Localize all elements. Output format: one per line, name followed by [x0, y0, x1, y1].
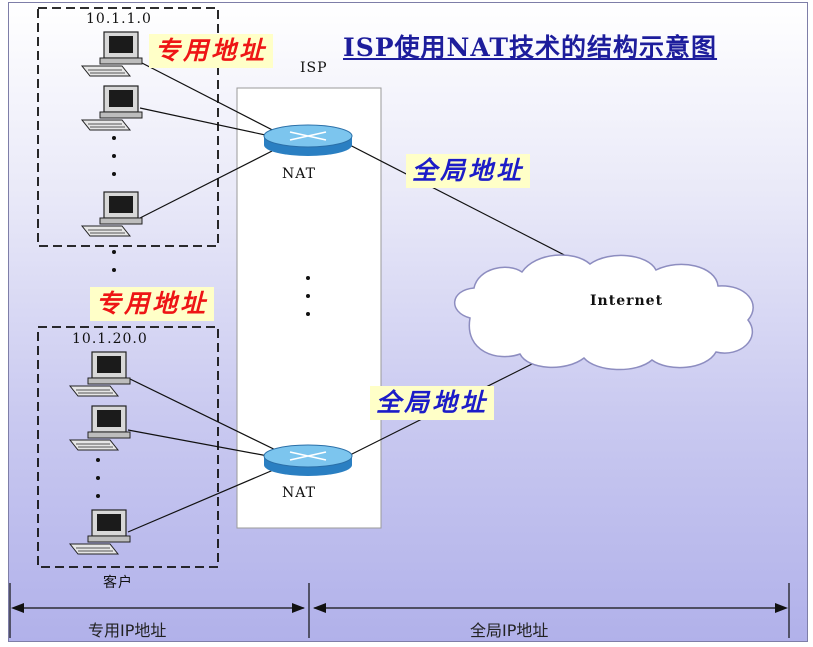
- global-address-badge-2: 全局地址: [370, 386, 495, 420]
- global-address-badge-1: 全局地址: [406, 154, 531, 188]
- link-pc3-nat1: [139, 147, 279, 219]
- link-pc5-nat2: [127, 429, 269, 457]
- global-ip-range-label: 全局IP地址: [470, 621, 549, 640]
- computer-icon: [78, 84, 148, 134]
- private-address-badge-2: 专用地址: [90, 287, 215, 321]
- link-pc1-nat1: [139, 61, 289, 139]
- client-group-1-ellipsis: [112, 136, 116, 190]
- group-2-network-label: 10.1.20.0: [72, 331, 148, 347]
- link-pc6-nat2: [127, 467, 279, 533]
- client-group-1-box: [37, 7, 219, 247]
- nat-router-1-icon: [263, 124, 353, 156]
- internet-cloud-icon: [453, 254, 754, 371]
- isp-ellipsis: [306, 276, 310, 330]
- group-1-network-label: 10.1.1.0: [86, 11, 152, 27]
- isp-label: ISP: [300, 60, 328, 76]
- computer-icon: [66, 508, 136, 558]
- diagram-title: ISP使用NAT技术的结构示意图: [343, 33, 718, 62]
- computer-icon: [78, 30, 148, 80]
- nat-1-label: NAT: [282, 166, 316, 182]
- client-group-2-ellipsis: [96, 458, 100, 512]
- private-ip-range-label: 专用IP地址: [88, 621, 167, 640]
- private-address-badge-1: 专用地址: [149, 34, 274, 68]
- link-pc4-nat2: [127, 377, 289, 457]
- nat-2-label: NAT: [282, 485, 316, 501]
- nat-router-2-icon: [263, 444, 353, 476]
- clients-label: 客户: [103, 575, 133, 591]
- link-pc2-nat1: [139, 107, 271, 137]
- internet-label: Internet: [590, 293, 664, 309]
- computer-icon: [66, 404, 136, 454]
- between-groups-ellipsis: [112, 250, 116, 286]
- computer-icon: [66, 350, 136, 400]
- computer-icon: [78, 190, 148, 240]
- link-nat1-internet: [339, 139, 579, 263]
